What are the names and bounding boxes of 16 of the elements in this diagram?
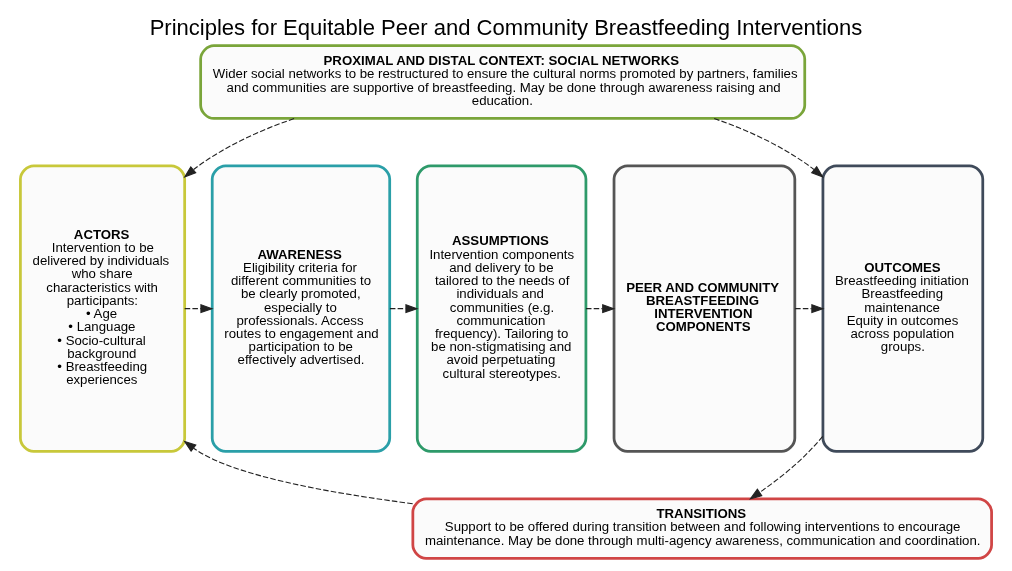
arrow: [713, 118, 824, 178]
arrow: [184, 304, 214, 314]
node-box: ASSUMPTIONS Intervention components and delivery to be tailored to the needs of individuals and communities (e.g. communication frequency). Tailoring to be non-stigmatising and avoid perpetuating cultural stereotypes.: [415, 164, 588, 453]
arrow: [585, 304, 616, 314]
arrow: [183, 440, 414, 505]
node-box: OUTCOMES Breastfeeding initiation Breastfeeding maintenance Equity in outcomes across population groups.: [821, 164, 985, 453]
arrow: [749, 435, 824, 500]
arrow: [389, 304, 419, 314]
node-box: PROXIMAL AND DISTAL CONTEXT: SOCIAL NETWORKS Wider social networks to be restructured to ensure the cultural norms promoted by partners, families and communities are supportive of breastfeeding. May be done through awareness raising and education.: [199, 44, 807, 120]
diagram-title: Principles for Equitable Peer and Community Breastfeeding Interventions: [149, 14, 863, 40]
arrow: [183, 118, 295, 178]
node-box: TRANSITIONS Support to be offered during transition between and following interventions to encourage maintenance. May be done through multi-agency awareness, communication and coordination.: [411, 497, 993, 560]
node-box: PEER AND COMMUNITY BREASTFEEDING INTERVENTION COMPONENTS: [612, 164, 797, 453]
node-box: AWARENESS Eligibility criteria for different communities to be clearly promoted, especially to professionals. Access routes to engagement and participation to be effectively advertised.: [210, 164, 392, 453]
node-box: ACTORS Intervention to be delivered by individuals who share characteristics with participants: • Age • Language • Socio-cultural background • Breastfeeding experiences: [19, 164, 187, 453]
arrow: [794, 304, 825, 314]
